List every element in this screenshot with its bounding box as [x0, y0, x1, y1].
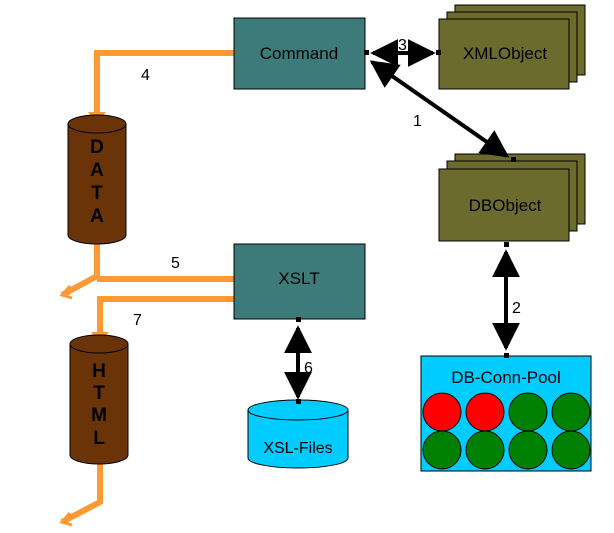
html-cylinder: H T M L	[69, 334, 129, 465]
flow-lines	[60, 50, 234, 525]
flow-command-to-data	[94, 50, 234, 116]
db-conn-pool: DB-Conn-Pool	[420, 355, 592, 472]
pool-connection-free	[508, 430, 548, 470]
edge-label-7: 7	[133, 312, 142, 329]
xsl-files-label: XSL-Files	[263, 440, 332, 457]
xml-object-label: XMLObject	[463, 44, 547, 63]
edge-label-6: 6	[304, 360, 313, 377]
data-letter-1: D	[90, 137, 104, 158]
edge-label-5: 5	[171, 255, 180, 272]
data-letter-4: A	[90, 206, 104, 227]
flow-xslt-to-html	[97, 296, 234, 336]
flow-tail-data	[59, 285, 73, 300]
data-letter-2: A	[90, 160, 104, 181]
pool-connection-free	[551, 430, 591, 470]
db-object-label: DBObject	[469, 196, 542, 215]
command-box: Command	[233, 17, 366, 90]
edge-label-2: 2	[512, 300, 521, 317]
command-label: Command	[260, 44, 338, 63]
data-cylinder: D A T A	[67, 114, 127, 245]
db-conn-pool-label: DB-Conn-Pool	[451, 368, 561, 387]
edge-label-4: 4	[141, 67, 150, 84]
pool-connection-free	[551, 392, 591, 432]
connector-1	[369, 60, 510, 158]
pool-connection-free	[508, 392, 548, 432]
xsl-files-cylinder: XSL-Files	[247, 399, 349, 469]
html-letter-4: L	[93, 428, 105, 449]
edge-label-1: 1	[413, 113, 422, 130]
html-letter-1: H	[92, 361, 106, 382]
xml-object-stack: XMLObject	[438, 4, 586, 90]
pool-connection-free	[465, 430, 505, 470]
pool-connection-free	[422, 430, 462, 470]
edge-label-3: 3	[398, 37, 407, 54]
pool-connection-busy	[465, 392, 505, 432]
pool-connection-circles	[422, 392, 591, 470]
pool-connection-busy	[422, 392, 462, 432]
flow-tail-html	[59, 512, 73, 527]
xslt-box: XSLT	[233, 243, 366, 320]
html-letter-2: T	[93, 383, 105, 404]
data-letter-3: T	[91, 183, 103, 204]
db-object-stack: DBObject	[438, 153, 586, 242]
html-letter-3: M	[91, 405, 107, 426]
connector-endpoints	[296, 50, 516, 404]
connectors	[284, 39, 520, 400]
flow-html-out	[60, 464, 103, 525]
xslt-label: XSLT	[278, 269, 319, 288]
